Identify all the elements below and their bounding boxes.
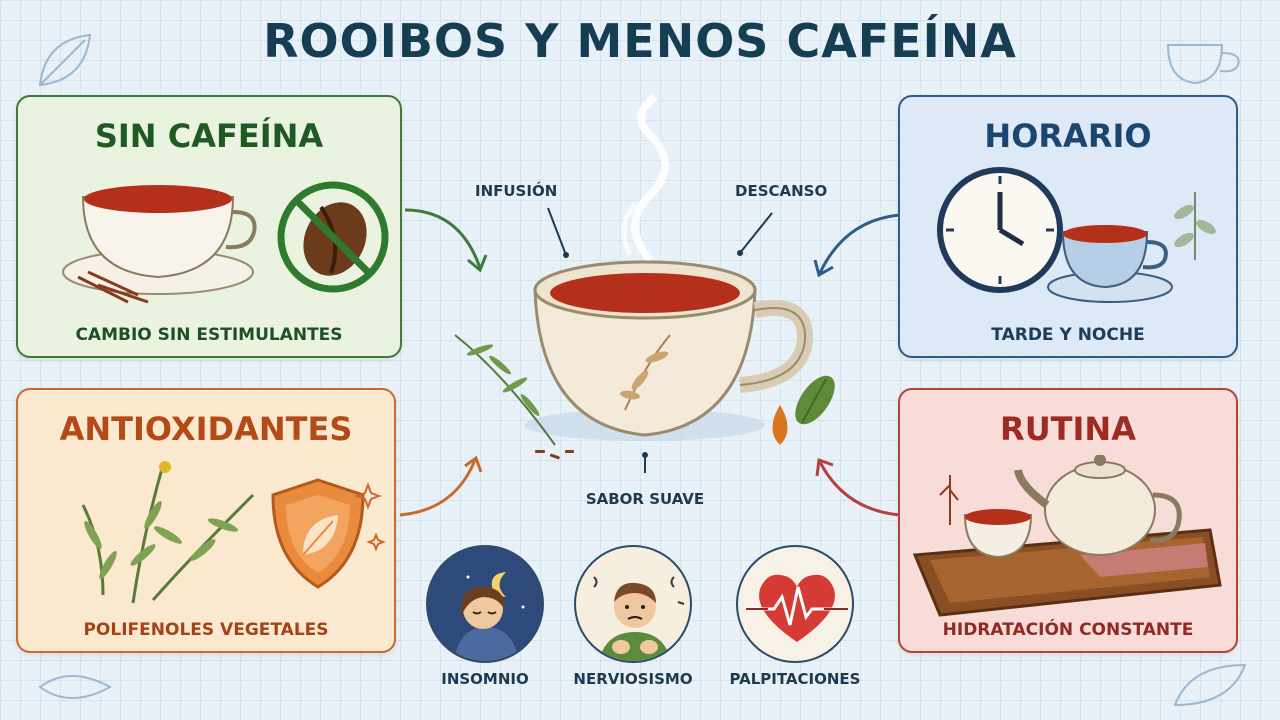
leaf-decoration-bottom-right-icon: [1173, 663, 1247, 707]
teapot-tray-icon: [912, 455, 1222, 617]
circle-label-insomnio: INSOMNIO: [441, 670, 529, 688]
leaf-decoration-bottom-left-icon: [38, 675, 113, 699]
blue-tea-cup-icon: [1047, 225, 1173, 303]
pointer-lines: [547, 207, 773, 473]
tea-cup-icon: [62, 185, 257, 304]
card-subtitle-rutina: HIDRATACIÓN CONSTANTE: [942, 620, 1194, 640]
label-sabor-suave: SABOR SUAVE: [585, 490, 705, 508]
arrow-red-icon: [815, 457, 901, 517]
arrow-green-icon: [404, 208, 488, 273]
heartbeat-icon: [746, 574, 848, 642]
no-caffeine-icon: [277, 181, 389, 293]
card-subtitle-antioxidantes: POLIFENOLES VEGETALES: [83, 620, 329, 640]
leaf-decoration-icon: [38, 33, 92, 87]
steam-icon: [621, 95, 669, 263]
central-tea-cup-icon: [454, 260, 814, 460]
circle-label-palpitaciones: PALPITACIONES: [729, 670, 861, 688]
sleepy-person-icon: [453, 572, 525, 661]
card-title-antioxidantes: ANTIOXIDANTES: [59, 410, 353, 448]
card-title-sin-cafeina: SIN CAFEÍNA: [94, 117, 324, 155]
card-subtitle-horario: TARDE Y NOCHE: [991, 325, 1145, 345]
nervous-person-icon: [593, 576, 685, 661]
cup-decoration-icon: [1166, 44, 1240, 85]
label-descanso: DESCANSO: [735, 182, 828, 200]
circle-palpitaciones: [736, 545, 854, 663]
card-sin-cafeina: SIN CAFEÍNA CAMBIO SIN ESTIMULANTES: [16, 95, 402, 358]
circle-nerviosismo: [574, 545, 692, 663]
label-infusion: INFUSIÓN: [475, 182, 558, 200]
rooibos-plant-icon: [81, 461, 255, 604]
arrow-orange-icon: [399, 455, 483, 517]
card-title-horario: HORARIO: [984, 117, 1152, 155]
card-title-rutina: RUTINA: [1000, 410, 1136, 448]
page-title: ROOIBOS Y MENOS CAFEÍNA: [263, 14, 1017, 68]
shield-leaf-icon: [271, 478, 386, 589]
card-subtitle-sin-cafeina: CAMBIO SIN ESTIMULANTES: [75, 325, 343, 345]
honey-drop-icon: [772, 375, 835, 445]
clock-icon: [937, 167, 1063, 293]
card-horario: HORARIO TARDE Y NOCHE: [898, 95, 1238, 358]
circle-label-nerviosismo: NERVIOSISMO: [573, 670, 693, 688]
circle-insomnio: [426, 545, 544, 663]
card-rutina: RUTINA HIDRATACIÓN CONSTANTE: [898, 388, 1238, 653]
card-antioxidantes: ANTIOXIDANTES POLIFENOLES VEGETALES: [16, 388, 396, 653]
arrow-blue-icon: [813, 213, 901, 278]
sprig-icon: [1174, 192, 1216, 260]
